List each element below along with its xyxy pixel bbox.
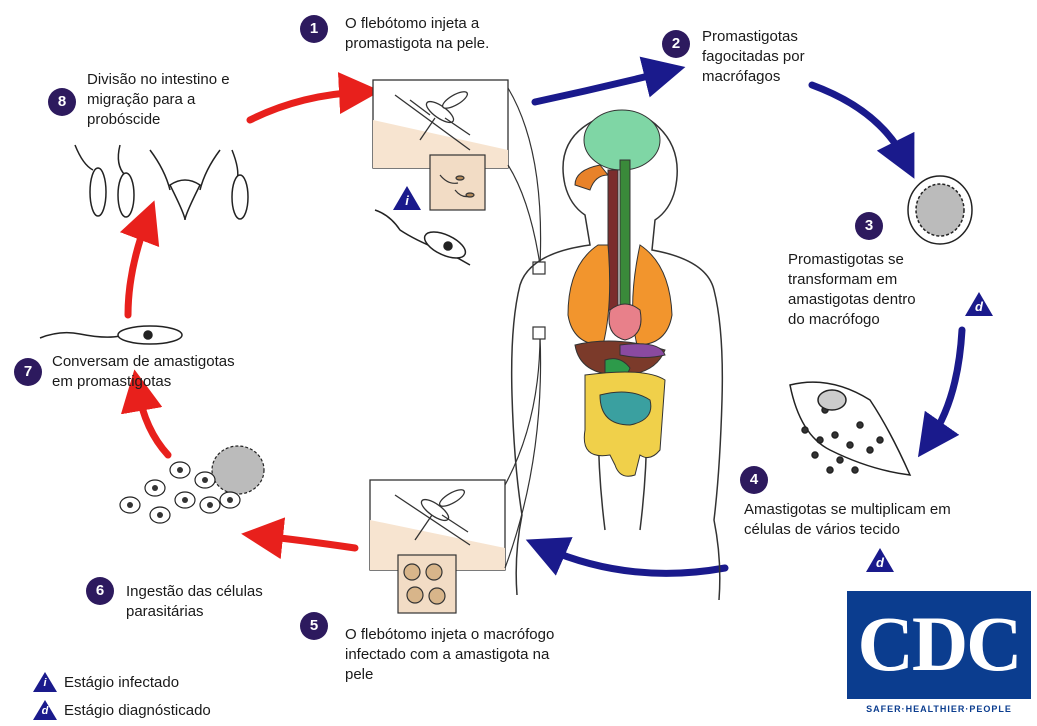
macrophage-step3 xyxy=(908,176,972,244)
step-3-text: Promastigotas se transformam em amastigo… xyxy=(788,250,916,330)
cdc-logo: CDC SAFER·HEALTHIER·PEOPLE xyxy=(847,591,1031,721)
step-3-number: 3 xyxy=(855,212,883,240)
arrow-3-to-4 xyxy=(930,330,962,440)
cdc-logo-box: CDC xyxy=(847,591,1031,699)
legend-diagnostic-label: Estágio diagnósticado xyxy=(64,702,211,719)
organs xyxy=(568,110,672,476)
step-7-number: 7 xyxy=(14,358,42,386)
ingested-cells-step6 xyxy=(120,446,264,523)
cdc-logo-tagline: SAFER·HEALTHIER·PEOPLE xyxy=(847,704,1031,714)
step-7-text: Conversam de amastigotas em promastigota… xyxy=(52,352,235,392)
legend-infective-label: Estágio infectado xyxy=(64,674,179,691)
step-6-text: Ingestão das células parasitárias xyxy=(126,582,263,622)
arrow-6-to-7 xyxy=(138,390,168,455)
step-5-text: O flebótomo injeta o macrófogo infectado… xyxy=(345,625,554,685)
diagnostic-stage-marker-3: d xyxy=(965,292,993,316)
arrow-8-to-1 xyxy=(250,92,360,120)
inset-bottom-zoom xyxy=(398,555,456,613)
promastigote-step7 xyxy=(40,326,182,344)
promastigotes-step8 xyxy=(75,145,248,220)
arrow-1-to-2 xyxy=(535,72,665,102)
inset-top-zoom xyxy=(430,155,485,210)
connector-lines xyxy=(505,88,545,568)
step-8-number: 8 xyxy=(48,88,76,116)
step-6-number: 6 xyxy=(86,577,114,605)
arrow-7-to-8 xyxy=(128,220,147,315)
diagnostic-stage-marker-4: d xyxy=(866,548,894,572)
promastigote-free xyxy=(375,210,470,265)
cdc-logo-letters: CDC xyxy=(847,599,1031,689)
step-2-number: 2 xyxy=(662,30,690,58)
step-4-number: 4 xyxy=(740,466,768,494)
infective-stage-marker: i xyxy=(393,186,421,210)
infected-cell-step4 xyxy=(790,382,910,475)
step-1-number: 1 xyxy=(300,15,328,43)
legend-diagnostic-icon: d xyxy=(33,700,57,720)
arrow-4-to-5 xyxy=(545,548,725,573)
step-1-text: O flebótomo injeta a promastigota na pel… xyxy=(345,14,489,54)
step-2-text: Promastigotas fagocitadas por macrófagos xyxy=(702,27,805,87)
arrow-5-to-6 xyxy=(262,536,355,548)
arrow-2-to-3 xyxy=(812,85,905,160)
step-4-text: Amastigotas se multiplicam em células de… xyxy=(744,500,951,540)
step-8-text: Divisão no intestino e migração para a p… xyxy=(87,70,230,130)
legend-infective-icon: i xyxy=(33,672,57,692)
step-5-number: 5 xyxy=(300,612,328,640)
